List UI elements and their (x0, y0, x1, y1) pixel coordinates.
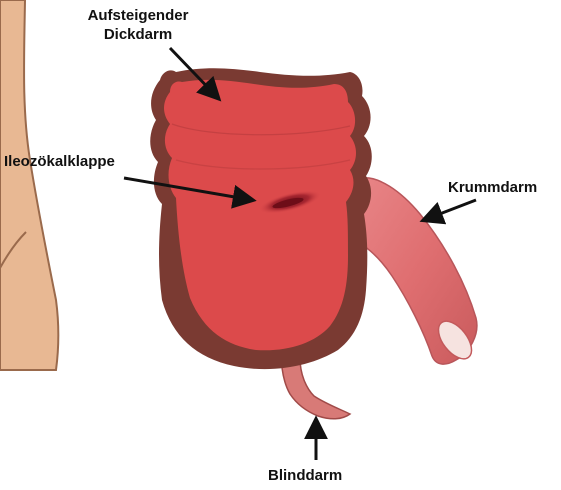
label-ascending-colon: Aufsteigender Dickdarm (67, 6, 209, 44)
label-ileum: Krummdarm (448, 178, 537, 197)
label-ascending-colon-line1: Aufsteigender (67, 6, 209, 25)
arrow-ileum (424, 200, 476, 220)
label-ascending-colon-line2: Dickdarm (67, 25, 209, 44)
body-silhouette (0, 0, 58, 370)
label-cecum: Blinddarm (268, 466, 342, 485)
label-ileocecal-valve: Ileozökalklappe (4, 152, 115, 171)
